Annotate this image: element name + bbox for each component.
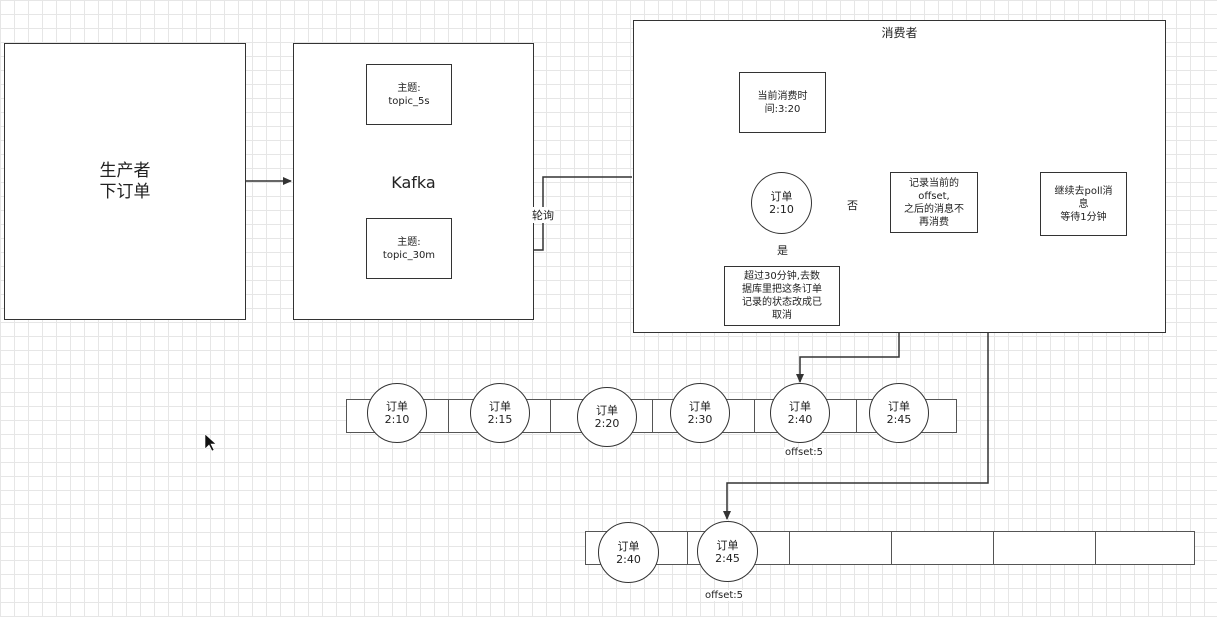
queue1-offset-label: offset:5 (784, 447, 825, 458)
queue2-offset-label: offset:5 (704, 590, 745, 601)
no-label: 否 (846, 197, 859, 213)
poll-label: 轮询 (531, 207, 555, 223)
yes-label: 是 (776, 242, 789, 258)
current-time-box: 当前消费时 间:3:20 (739, 72, 826, 133)
continue-poll-box: 继续去poll消 息 等待1分钟 (1040, 172, 1127, 236)
timeout-action-box: 超过30分钟,去数 据库里把这条订单 记录的状态改成已 取消 (724, 266, 840, 326)
arrow-consumer-queue1 (796, 333, 900, 383)
producer-label: 生产者 下订单 (99, 160, 151, 202)
queue1-order: 订单 2:45 (869, 383, 929, 443)
queue1-order: 订单 2:15 (470, 383, 530, 443)
topic-5s-box: 主题: topic_5s (366, 64, 452, 125)
queue2-order: 订单 2:45 (697, 521, 758, 582)
queue2-order: 订单 2:40 (598, 522, 659, 583)
kafka-label: Kafka (391, 172, 436, 192)
order-node-circle: 订单 2:10 (751, 172, 812, 234)
mouse-cursor-icon (204, 433, 217, 452)
record-offset-box: 记录当前的 offset, 之后的消息不 再消费 (890, 172, 978, 233)
queue1-order: 订单 2:20 (577, 387, 637, 447)
queue1-order: 订单 2:40 (770, 383, 830, 443)
queue2-cell (891, 531, 994, 565)
queue2-cell (1095, 531, 1195, 565)
queue2-cell (993, 531, 1096, 565)
queue1-order: 订单 2:10 (367, 383, 427, 443)
consumer-title: 消费者 (881, 25, 918, 40)
arrow-consumer-queue2 (723, 333, 989, 520)
topic-30m-box: 主题: topic_30m (366, 218, 452, 279)
queue2-cell (789, 531, 892, 565)
producer-box: 生产者 下订单 (4, 43, 246, 320)
queue1-order: 订单 2:30 (670, 383, 730, 443)
